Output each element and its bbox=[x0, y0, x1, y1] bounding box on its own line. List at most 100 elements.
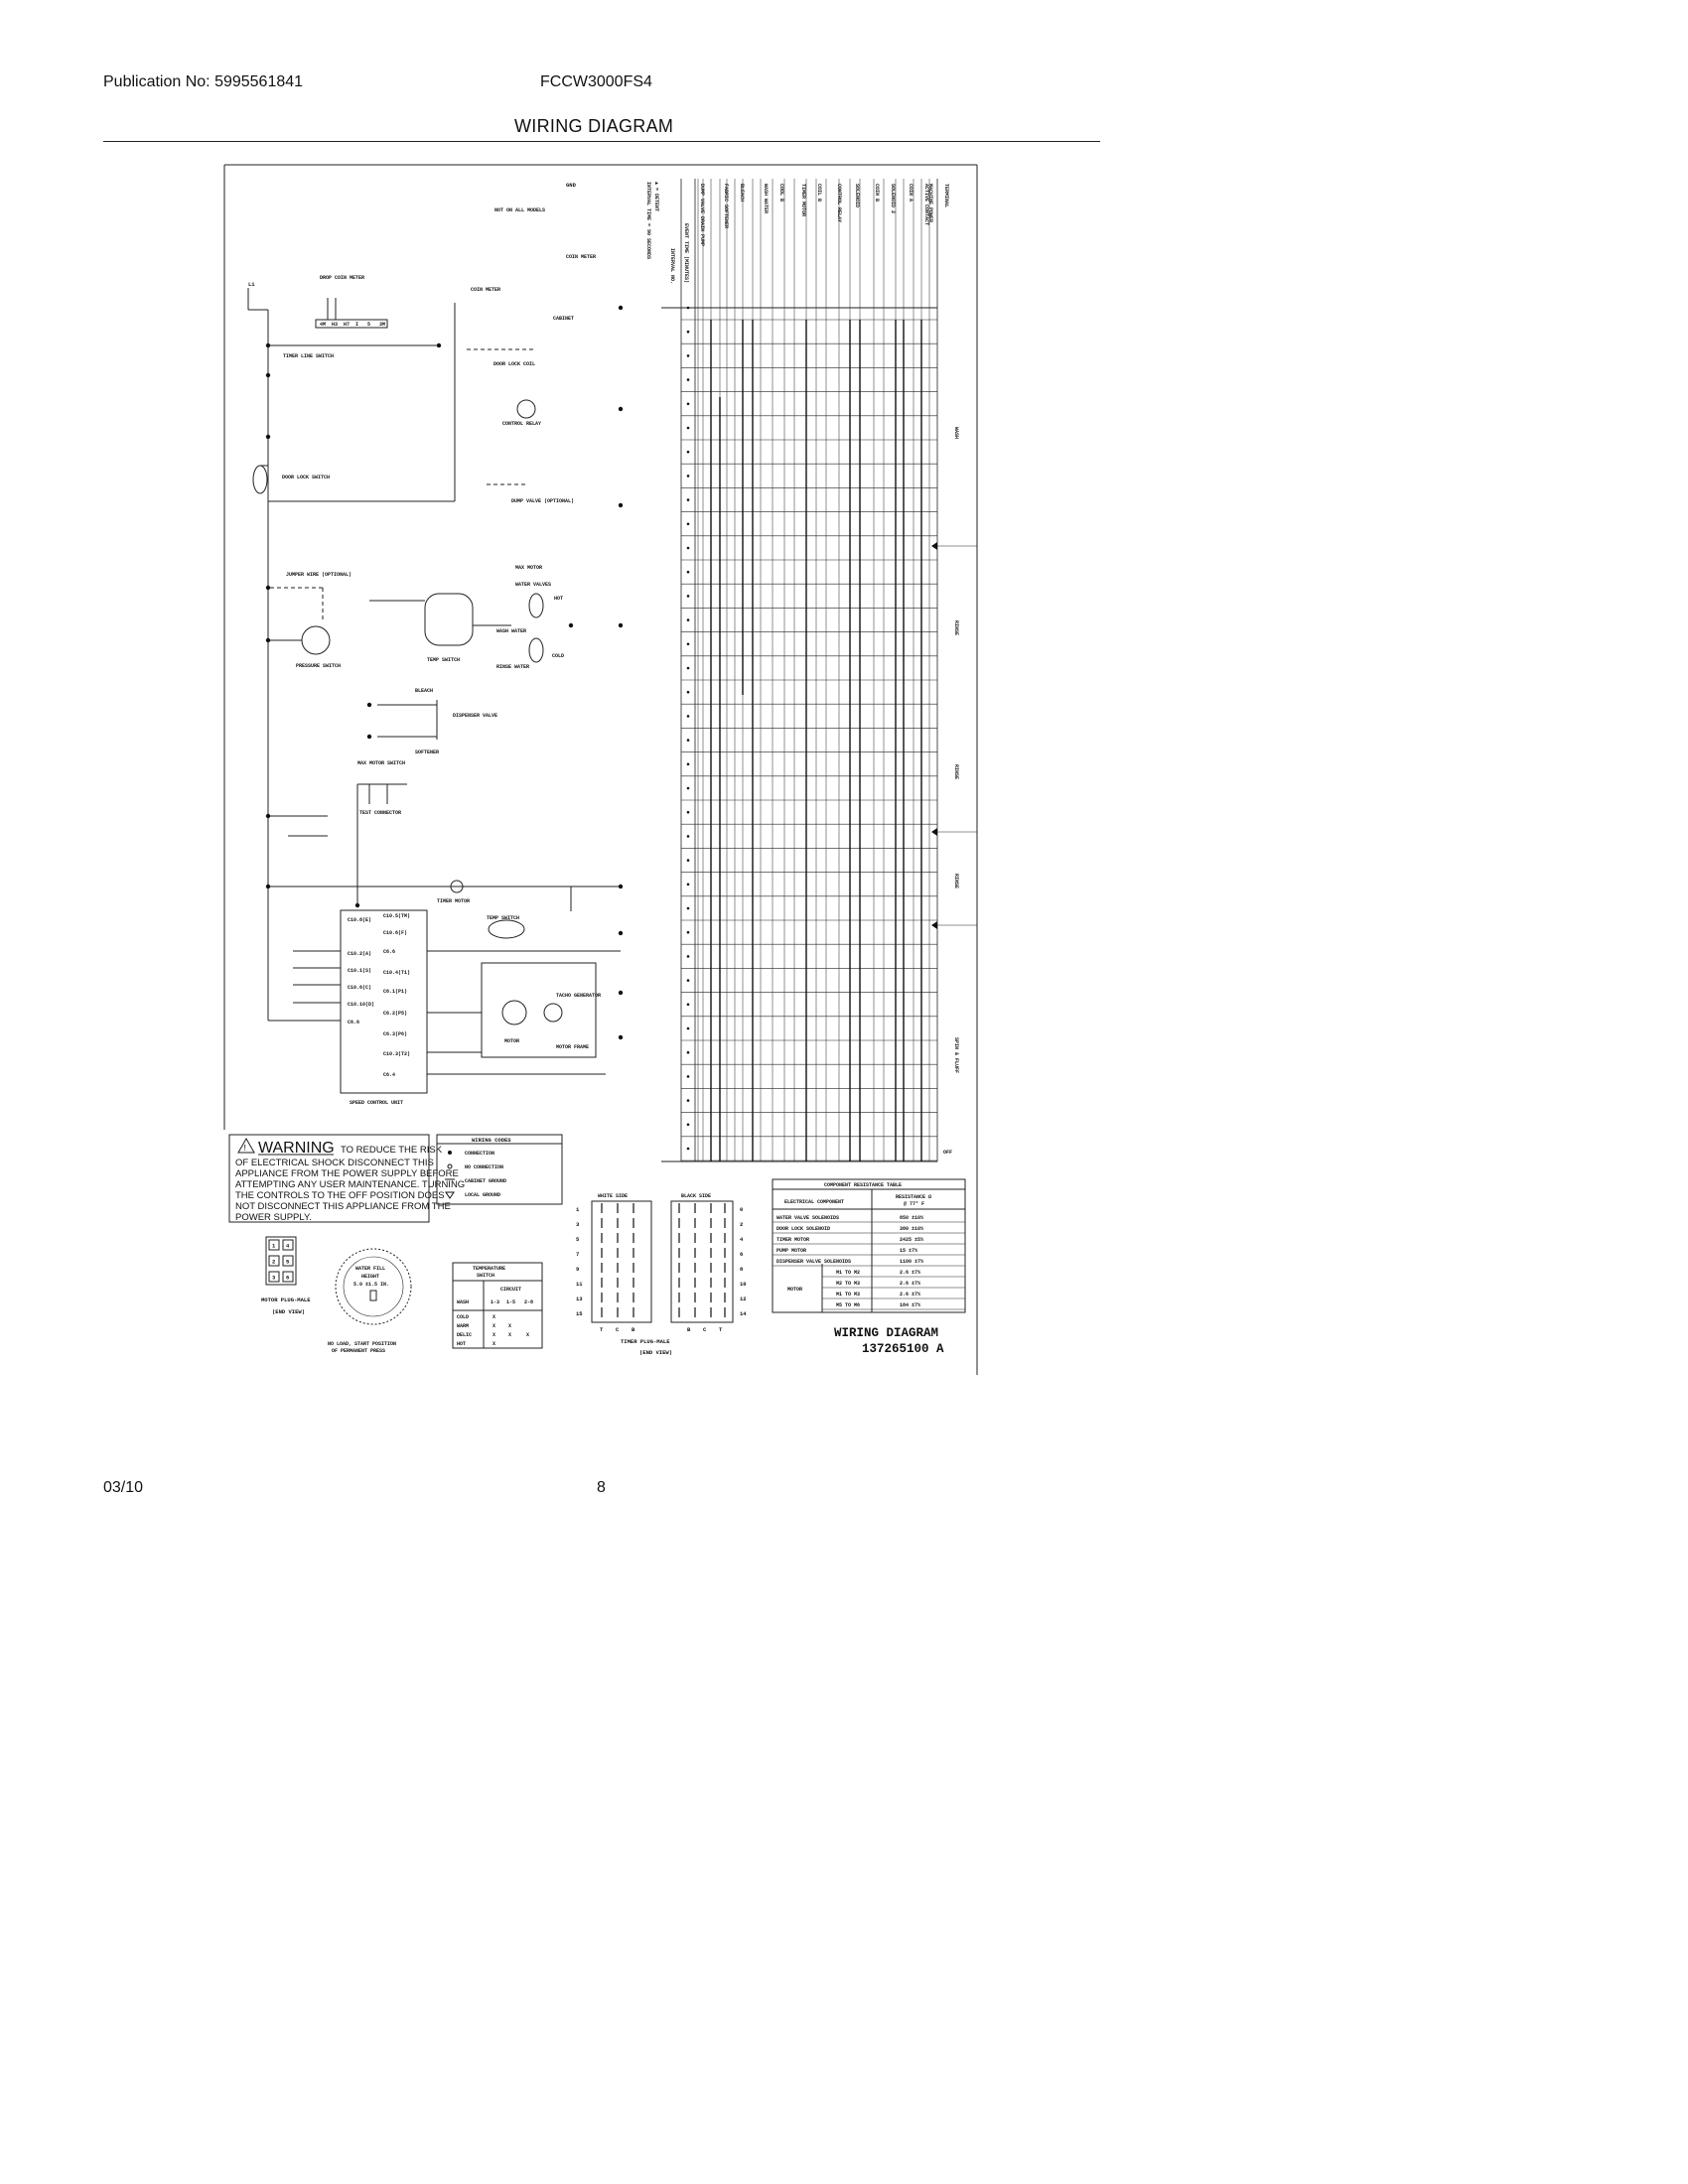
timer-plug-left-num: 9 bbox=[576, 1266, 579, 1273]
warning-text: OF ELECTRICAL SHOCK DISCONNECT THISAPPLI… bbox=[235, 1158, 465, 1223]
scu-pin-right: C10.6(F) bbox=[383, 930, 407, 936]
chart-interval-dot bbox=[686, 835, 690, 838]
temp-table-col: WASH bbox=[457, 1299, 469, 1305]
connection-dots bbox=[265, 305, 624, 1040]
chart-interval-dot bbox=[686, 1050, 690, 1054]
schematic-labels: GND NOT ON ALL MODELS COIN METER DROP CO… bbox=[248, 182, 601, 1106]
chart-circuit-label: WASH WATER bbox=[763, 184, 769, 213]
scu-pin-right: C6.4 bbox=[383, 1072, 395, 1078]
chart-terminal-label: TERMINAL bbox=[943, 184, 949, 207]
temp-table-cell: X bbox=[526, 1332, 529, 1338]
chart-detent-marker bbox=[931, 921, 937, 929]
timer-plug-white-bottom: T bbox=[600, 1326, 604, 1333]
temp-switch-table bbox=[452, 1262, 543, 1349]
timer-plug-left-num: 1 bbox=[576, 1206, 580, 1213]
scu-pin-left: C10.8(E) bbox=[348, 917, 371, 923]
resistance-motor-pair: M5 TO M6 bbox=[836, 1302, 860, 1308]
label-hot: HOT bbox=[554, 596, 563, 602]
chart-interval-dot bbox=[686, 786, 690, 790]
scu-pin-right: C6.2(P5) bbox=[383, 1011, 407, 1017]
timer-plug-black-bottom: T bbox=[719, 1326, 723, 1333]
chart-circuit-label: BLEACH bbox=[739, 184, 745, 202]
coin-meter-terminal: 5 bbox=[367, 322, 370, 328]
warning-line: NOT DISCONNECT THIS APPLIANCE FROM THE bbox=[235, 1201, 451, 1212]
water-fill-caption1: NO LOAD, START POSITION bbox=[328, 1341, 396, 1347]
resistance-component: TIMER MOTOR bbox=[776, 1237, 809, 1243]
timer-plug-white-bottom: B bbox=[632, 1326, 635, 1333]
chart-circuit-label: MACHINE POWER bbox=[927, 184, 933, 222]
motor-pin: 1 bbox=[272, 1243, 276, 1250]
timer-plug-black-bottom: B bbox=[687, 1326, 691, 1333]
scu-pin-right: C6.1(P1) bbox=[383, 989, 407, 995]
temp-table-cell: X bbox=[508, 1323, 511, 1329]
chart-section-label: RINSE bbox=[953, 620, 959, 635]
chart-interval-dot bbox=[686, 930, 690, 934]
chart-interval-dot bbox=[686, 426, 690, 430]
label-timer-motor: TIMER MOTOR bbox=[437, 898, 470, 904]
scu-pin-right: C10.3(T2) bbox=[383, 1051, 410, 1057]
label-drop-coin-meter: DROP COIN METER bbox=[320, 275, 364, 281]
resistance-component: WATER VALVE SOLENOIDS bbox=[776, 1215, 839, 1221]
chart-interval-dot bbox=[686, 354, 690, 357]
motor-pin-box bbox=[282, 1255, 294, 1267]
resistance-col1: ELECTRICAL COMPONENT bbox=[784, 1199, 844, 1205]
chart-section-label: SPIN & FLUFF bbox=[953, 1037, 959, 1073]
label-temp-switch: TEMP SWITCH bbox=[427, 657, 460, 663]
temp-table-title-1: TEMPERATURE bbox=[473, 1266, 505, 1272]
page-number: 8 bbox=[597, 1479, 606, 1496]
warning-line-0: TO REDUCE THE RISK bbox=[341, 1145, 443, 1156]
chart-interval-dot bbox=[686, 810, 690, 814]
scu-pins: C10.8(E)C10.2(A)C10.1(S)C10.6(C)C10.10(D… bbox=[348, 913, 410, 1078]
chart-interval-dot bbox=[686, 1123, 690, 1127]
warning-line: THE CONTROLS TO THE OFF POSITION DOES bbox=[235, 1190, 445, 1201]
resistance-table bbox=[772, 1178, 966, 1313]
chart-interval-dot bbox=[686, 1147, 690, 1151]
chart-circuit-label: COIN B bbox=[874, 184, 880, 202]
chart-section-label: RINSE bbox=[953, 764, 959, 779]
motor-pin-box bbox=[268, 1239, 280, 1251]
label-max-motor-switch: MAX MOTOR SWITCH bbox=[357, 760, 405, 766]
chart-circuit-label: FABRIC SOFTENER bbox=[723, 184, 729, 228]
scu-pin-right: C10.5(TM) bbox=[383, 913, 410, 919]
motor-pin: 4 bbox=[286, 1243, 290, 1250]
wiring-schematic: GND NOT ON ALL MODELS COIN METER DROP CO… bbox=[223, 164, 978, 1375]
timer-plug-left-num: 13 bbox=[576, 1296, 583, 1302]
chart-interval-dot bbox=[686, 979, 690, 982]
wiring-code-item: CABINET GROUND bbox=[465, 1178, 506, 1184]
chart-circuit-label: SOLENOID bbox=[854, 184, 860, 207]
chart-section-label: WASH bbox=[953, 427, 959, 439]
white-side-label: WHITE SIDE bbox=[598, 1193, 628, 1199]
label-cabinet: CABINET bbox=[553, 316, 574, 322]
label-max-motor: MAX MOTOR bbox=[515, 565, 542, 571]
temp-table-cell: X bbox=[508, 1332, 511, 1338]
timer-plug-right-num: 12 bbox=[740, 1296, 747, 1302]
wiring-code-item: CONNECTION bbox=[465, 1151, 494, 1157]
diagram-id-title: WIRING DIAGRAM bbox=[834, 1326, 938, 1340]
chart-interval-dot bbox=[686, 595, 690, 598]
temp-table-cell: COLD bbox=[457, 1314, 469, 1320]
header-rule bbox=[103, 141, 1100, 142]
timer-plug-left-num: 15 bbox=[576, 1310, 583, 1317]
chart-interval-dot bbox=[686, 1099, 690, 1102]
motor-pin: 2 bbox=[272, 1259, 275, 1266]
timer-plug bbox=[591, 1200, 734, 1323]
resistance-value: 15 ±7% bbox=[900, 1248, 917, 1254]
motor-plug-label: MOTOR PLUG-MALE bbox=[261, 1297, 311, 1303]
coin-meter-terminal: 4M bbox=[320, 322, 326, 328]
chart-interval-dot bbox=[686, 715, 690, 718]
resistance-motor-value: 2.6 ±7% bbox=[900, 1292, 920, 1297]
timer-plug-sublabel: (END VIEW) bbox=[639, 1349, 672, 1356]
temp-table-cell: X bbox=[492, 1332, 495, 1338]
page-title: WIRING DIAGRAM bbox=[514, 116, 674, 136]
label-gnd: GND bbox=[566, 182, 577, 189]
label-motor-frame: MOTOR FRAME bbox=[556, 1044, 589, 1050]
temp-table-cell: X bbox=[492, 1341, 495, 1347]
resistance-component: DISPENSER VALVE SOLENOIDS bbox=[776, 1259, 851, 1265]
temp-table-col: 2-8 bbox=[524, 1299, 533, 1305]
resistance-component: PUMP MOTOR bbox=[776, 1248, 806, 1254]
motor-pin: 5 bbox=[286, 1259, 290, 1266]
